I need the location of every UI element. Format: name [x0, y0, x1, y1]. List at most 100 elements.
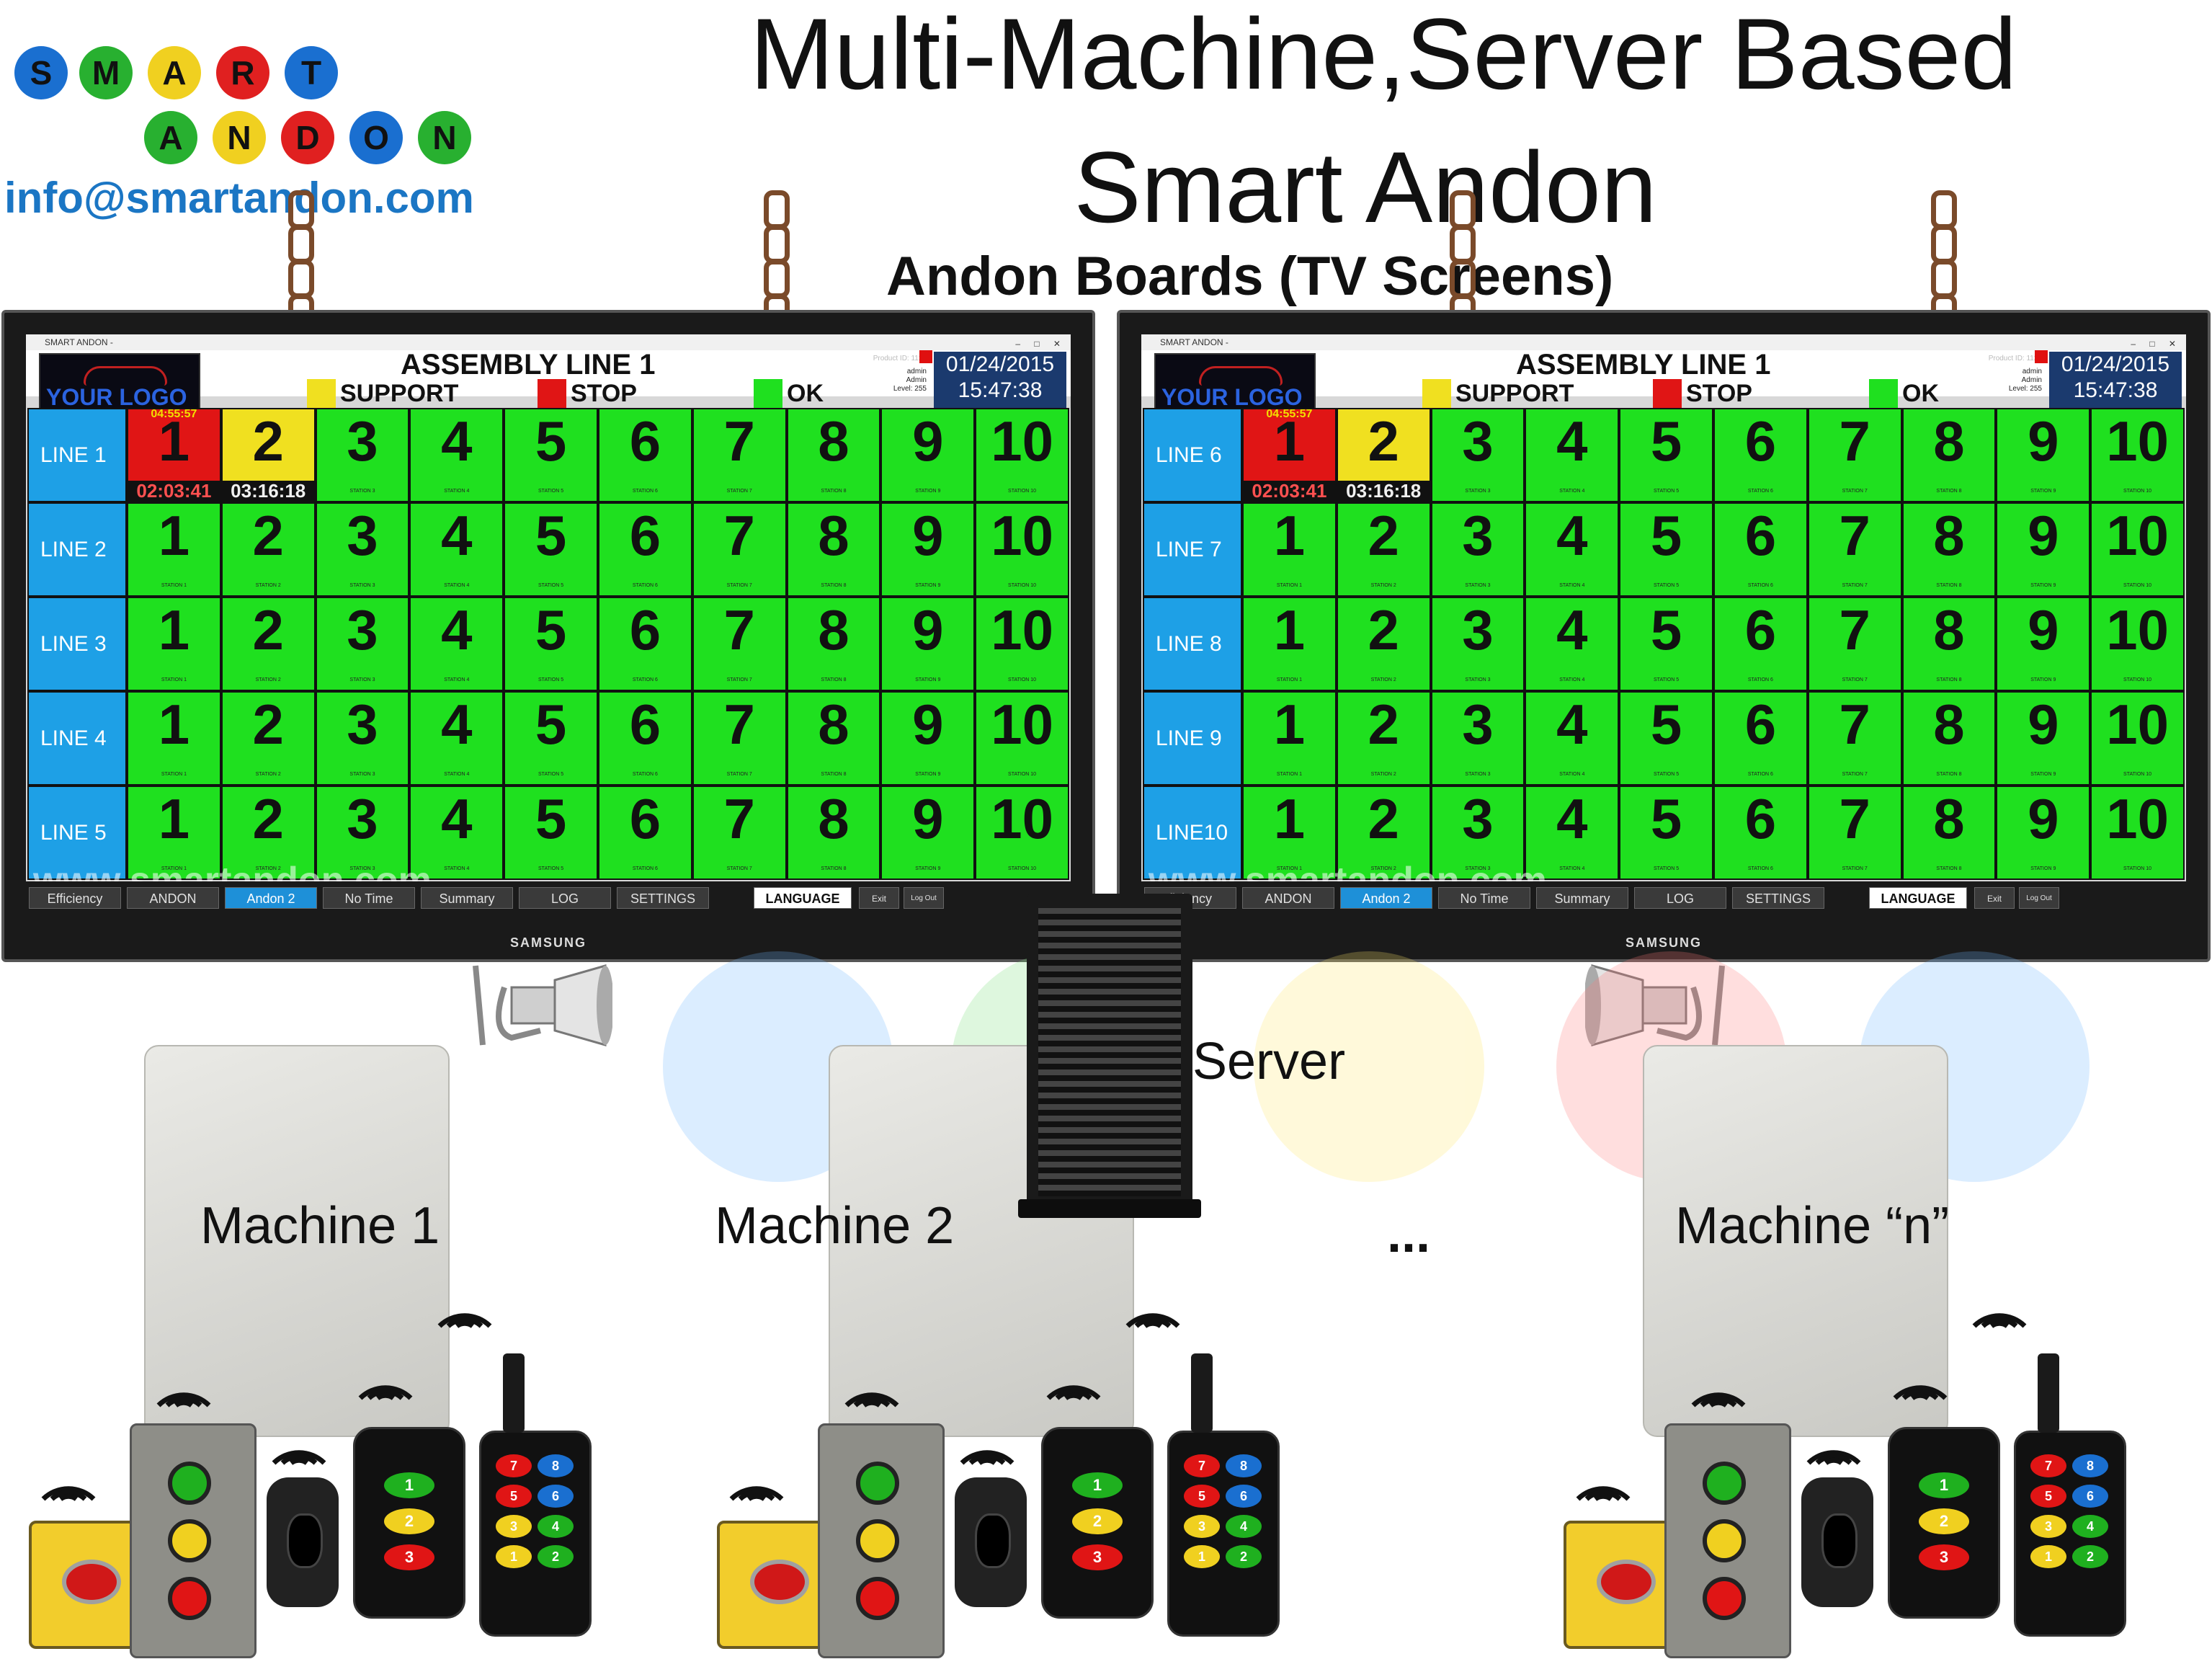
station-push-button[interactable]: [856, 1462, 899, 1505]
key-fob-remote[interactable]: [955, 1477, 1027, 1607]
fob-button[interactable]: [1821, 1513, 1858, 1568]
red-push-button[interactable]: [750, 1560, 809, 1604]
remote-key[interactable]: 1: [1072, 1472, 1123, 1498]
remote-key[interactable]: 2: [384, 1508, 434, 1534]
toolbar-button[interactable]: Efficiency: [29, 887, 121, 909]
line-label[interactable]: LINE 2: [27, 502, 127, 597]
line-label[interactable]: LINE 9: [1143, 691, 1242, 786]
station-push-button[interactable]: [168, 1462, 211, 1505]
remote-key[interactable]: 3: [496, 1515, 532, 1538]
exit-button[interactable]: Exit: [859, 887, 899, 909]
window-controls[interactable]: – □ ✕: [1015, 339, 1066, 349]
station-push-button[interactable]: [168, 1519, 211, 1562]
fob-button[interactable]: [975, 1513, 1011, 1568]
red-push-button[interactable]: [1597, 1560, 1656, 1604]
remote-key[interactable]: 1: [1184, 1545, 1220, 1568]
remote-key[interactable]: 1: [496, 1545, 532, 1568]
line-label[interactable]: LINE 6: [1143, 408, 1242, 502]
remote-key[interactable]: 5: [1184, 1485, 1220, 1508]
three-button-station[interactable]: [130, 1423, 257, 1658]
remote-key[interactable]: 3: [1919, 1544, 1969, 1570]
remote-key[interactable]: 4: [538, 1515, 574, 1538]
toolbar-button[interactable]: LOG: [519, 887, 611, 909]
line-label[interactable]: LINE 7: [1143, 502, 1242, 597]
remote-key[interactable]: 2: [1072, 1508, 1123, 1534]
three-button-station[interactable]: [818, 1423, 945, 1658]
station-push-button[interactable]: [1703, 1519, 1746, 1562]
remote-key[interactable]: 1: [384, 1472, 434, 1498]
logout-button[interactable]: Log Out: [904, 887, 944, 909]
remote-key[interactable]: 3: [1072, 1544, 1123, 1570]
toolbar-button[interactable]: LOG: [1634, 887, 1726, 909]
toolbar-button[interactable]: ANDON: [1242, 887, 1334, 909]
line-label[interactable]: LINE10: [1143, 786, 1242, 880]
toolbar-button[interactable]: No Time: [1438, 887, 1530, 909]
line-label[interactable]: LINE 1: [27, 408, 127, 502]
three-key-remote[interactable]: 1 2 3: [1041, 1427, 1154, 1619]
remote-key[interactable]: 6: [538, 1485, 574, 1508]
toolbar-button[interactable]: SETTINGS: [617, 887, 709, 909]
remote-key[interactable]: 6: [2072, 1485, 2108, 1508]
